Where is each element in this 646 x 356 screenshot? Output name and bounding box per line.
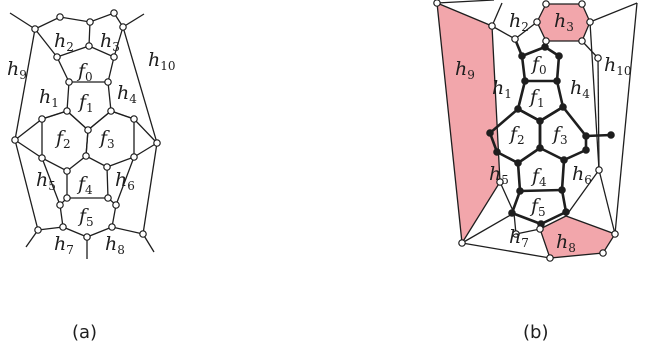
panel-b-graph xyxy=(436,0,638,259)
face-label: h7 xyxy=(509,226,529,250)
face-label: h7 xyxy=(54,233,74,257)
caption-b: (b) xyxy=(523,322,548,343)
face-label: h10 xyxy=(148,49,176,73)
panel-b-filled-vertices xyxy=(486,43,615,228)
face-label: h6 xyxy=(572,163,592,187)
face-label: f5 xyxy=(529,195,546,219)
face-label: h3 xyxy=(554,10,574,34)
face-label: h1 xyxy=(492,77,512,101)
face-label: f0 xyxy=(76,60,93,84)
face-label: h4 xyxy=(117,82,137,106)
face-label: f5 xyxy=(77,205,94,229)
face-label: f4 xyxy=(76,173,93,197)
face-label: f3 xyxy=(551,123,568,147)
face-label: h8 xyxy=(556,231,576,255)
caption-a: (a) xyxy=(72,322,97,343)
panel-a-vertices xyxy=(11,9,161,241)
face-label: h5 xyxy=(36,169,56,193)
face-h9 xyxy=(436,1,501,245)
face-label: f3 xyxy=(98,127,115,151)
face-label: f1 xyxy=(77,91,94,115)
face-label: h2 xyxy=(509,10,529,34)
face-label: h3 xyxy=(100,30,120,54)
face-label: f2 xyxy=(54,127,71,151)
face-label: h4 xyxy=(570,77,590,101)
face-h8 xyxy=(539,215,616,259)
face-label: h2 xyxy=(54,30,74,54)
face-label: h8 xyxy=(105,233,125,257)
face-label: f1 xyxy=(528,86,545,110)
face-label: h6 xyxy=(115,169,135,193)
panel-b-highlighted-faces xyxy=(436,1,616,259)
face-label: f4 xyxy=(530,165,547,189)
face-label: h1 xyxy=(39,86,59,110)
face-label: h5 xyxy=(489,163,509,187)
panel-b-open-vertices xyxy=(433,0,619,262)
face-label: h9 xyxy=(7,58,27,82)
face-label: h9 xyxy=(455,58,475,82)
face-label: f0 xyxy=(530,53,547,77)
face-label: f2 xyxy=(508,123,525,147)
face-label: h10 xyxy=(604,54,632,78)
